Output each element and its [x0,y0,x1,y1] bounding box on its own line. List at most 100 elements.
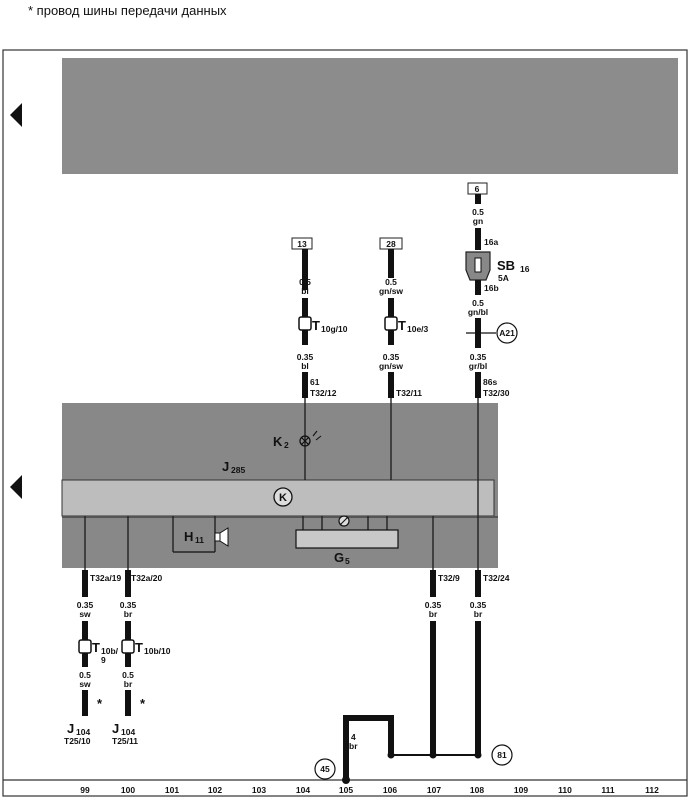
grid-number: 109 [514,785,528,795]
wire-size: 0.35 [470,352,487,362]
wire-color: sw [79,609,91,619]
wire-size: 0.5 [472,207,484,217]
pin-label: T32/9 [438,573,460,583]
pin-number: 86s [483,377,497,387]
connector-icon [298,316,312,331]
grid-number: 110 [558,785,572,795]
pin-label: T32/30 [483,388,510,398]
module-pin: T25/11 [112,736,138,746]
ground-point-81 [491,744,513,766]
pin-label: T32a/19 [90,573,121,583]
grid-number: 104 [296,785,310,795]
connector-icon [78,639,92,654]
grid-scale: 99 100 101 102 103 104 105 106 107 108 1… [80,785,659,795]
asterisk: * [97,696,103,711]
splice-a21 [496,322,518,344]
wire-size: 0.35 [425,600,442,610]
upper-component-block [62,58,678,174]
wire-color: br [349,741,358,751]
fuse-in: 16a [484,237,498,247]
wire-color: gn [473,216,483,226]
module-name: J [112,721,119,736]
arrow-left-icon[interactable] [10,475,22,499]
connector-icon [384,316,398,331]
ground-wire [343,715,394,780]
connector-sub: 10g/10 [321,324,348,334]
terminal-label: 13 [297,239,307,249]
terminal-label: 6 [475,184,480,194]
grid-number: 102 [208,785,222,795]
ground-label: 81 [497,750,507,760]
wire-color: bl [301,286,309,296]
grid-number: 107 [427,785,441,795]
grid-number: 111 [601,785,615,795]
gauge-g5 [295,529,399,549]
connector-sub: 10e/3 [407,324,429,334]
wire-size: 0.35 [77,600,94,610]
footnote: * провод шины передачи данных [28,3,227,18]
k-symbol: K [279,492,287,504]
wire-size: 0.5 [299,277,311,287]
wire-size: 4 [351,732,356,742]
terminal-label: 28 [386,239,396,249]
wire-color: gr/bl [469,361,487,371]
wire-size: 0.5 [79,670,91,680]
grid-number: 112 [645,785,659,795]
wire-color: gn/sw [379,286,403,296]
connector-sub: 10b/ [101,646,119,656]
wire-color: gn/bl [468,307,488,317]
wire-size: 0.35 [383,352,400,362]
fuse-sub: 16 [520,264,530,274]
grid-number: 99 [80,785,90,795]
arrow-left-icon[interactable] [10,103,22,127]
wire-size: 0.5 [122,670,134,680]
wire-size: 0.35 [470,600,487,610]
connector-name: T [312,318,320,333]
wire-size: 0.5 [472,298,484,308]
pin-label: T32/12 [310,388,337,398]
wire-color: sw [79,679,91,689]
k2-name: K [273,434,283,449]
grid-number: 105 [339,785,353,795]
h11-sub: 11 [195,535,204,545]
module-sub: 104 [76,727,90,737]
pin-label: T32/11 [396,388,422,398]
grid-number: 100 [121,785,135,795]
grid-number: 103 [252,785,266,795]
wire-size: 0.5 [385,277,397,287]
connector-name: T [92,640,100,655]
connector-sub: 10b/10 [144,646,171,656]
module-sub: 104 [121,727,135,737]
pin-label: T32a/20 [131,573,162,583]
g5-name: G [334,550,344,565]
connector-icon [121,639,135,654]
wire-size: 0.35 [120,600,137,610]
wire-color: br [124,679,133,689]
connector-sub2: 9 [101,655,106,665]
wire-color: gn/sw [379,361,403,371]
grid-number: 108 [470,785,484,795]
g5-sub: 5 [345,556,350,566]
wire-color: br [474,609,483,619]
j285-sub: 285 [231,465,245,475]
buzzer-icon [214,532,221,542]
fuse-name: SB [497,258,515,273]
wire-color: bl [301,361,309,371]
wire-color: br [429,609,438,619]
j285-name: J [222,459,229,474]
k2-sub: 2 [284,440,289,450]
module-pin: T25/10 [64,736,91,746]
grid-number: 106 [383,785,397,795]
diagram-frame [2,49,688,797]
wire-color: br [124,609,133,619]
asterisk: * [140,696,146,711]
wire-size: 0.35 [297,352,314,362]
warning-lamp-icon [273,487,293,507]
grid-number: 101 [165,785,179,795]
connector-name: T [135,640,143,655]
h11-name: H [184,529,193,544]
fuse-rating: 5A [498,273,509,283]
pin-number: 61 [310,377,320,387]
ground-point-45 [314,758,336,780]
splice-label: A21 [499,328,515,338]
